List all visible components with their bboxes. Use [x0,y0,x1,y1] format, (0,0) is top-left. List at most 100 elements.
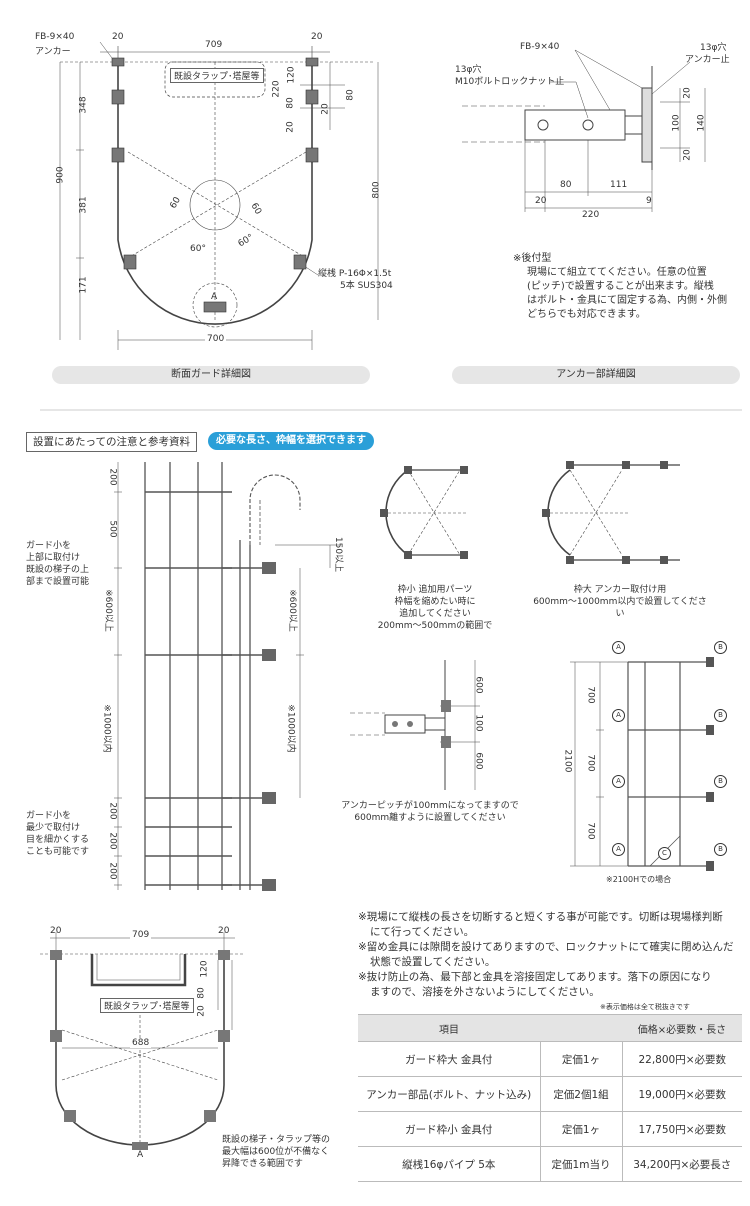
marker-a: A [612,843,625,856]
anchor-dim-20b: 20 [682,149,693,161]
note-line: 目を細かくする [26,835,90,845]
dim-700: 700 [205,334,227,344]
table-row: ガード枠小 金具付 定価1ヶ 17,750円×必要数 [358,1111,742,1147]
anchor-dim-80: 80 [560,180,572,190]
existing-ladder-label: 既設タラップ･塔屋等 [170,68,264,83]
col-header-item: 項目 [358,1014,540,1042]
retrofit-note-line: (ピッチ)で設置することが出来ます。縦桟 [527,281,714,292]
bolt-hole-label: 13φ穴 [455,65,482,75]
caution-line: にて行ってください。 [370,926,475,938]
table-row: 縦桟16φパイプ 5本 定価1m当り 34,200円×必要長さ [358,1146,742,1182]
marker-c: C [658,847,671,860]
guard-small-note-bottom: ガード小を 最少で取付け 目を細かくする ことも可能です [26,810,89,858]
ladder-dim: ※600以上 [102,589,113,632]
side-dim: ※1000以内 [285,704,296,753]
ladder-dim: 200 [107,802,118,820]
note-line: 既設の梯子・タラップ等の [222,1135,331,1145]
caption-line: 追加してください [399,609,471,619]
note-line: 最少で取付け [26,823,81,833]
cell-item: ガード枠大 金具付 [358,1041,540,1077]
anchor-dim-20a: 20 [682,87,693,99]
dim-80b: 80 [345,89,356,101]
note-line: 部まで設置可能 [26,577,90,587]
install-notes-header: 設置にあたっての注意と参考資料 [26,432,197,452]
marker-b: B [714,775,727,788]
side-seg-dim: 700 [585,686,596,704]
side-seg-dim: 700 [585,822,596,840]
caption-line: 200mm〜500mmの範囲で [377,621,493,631]
bottom-existing-label: 既設タラップ･塔屋等 [100,998,194,1013]
dim-20b: 20 [311,32,323,42]
ladder-dim: 200 [107,832,118,850]
anchor-stop-label: アンカー止 [685,55,730,65]
cell-item: 縦桟16φパイプ 5本 [358,1146,540,1182]
pitch-note: アンカーピッチが100mmになってますので 600mm離すように設置してください [340,800,520,824]
bottom-dim-20b: 20 [218,926,230,936]
caution-line: 状態で設置してください。 [370,956,496,968]
bottom-note: 既設の梯子・タラップ等の 最大幅は600位が不備なく 昇降できる範囲です [222,1134,330,1170]
bottom-point-a: A [137,1150,144,1160]
caption-line: 600mm〜1000mm以内で設置してください [533,597,707,619]
retrofit-note-line: どちらでも対応できます。 [527,309,646,320]
dim-171: 171 [78,276,89,294]
side-dim: ※600以上 [286,589,297,632]
angle-60c: 60° [190,244,206,254]
caution-line: ※留め金具には隙間を設けてありますので、ロックナットにて確実に閉め込んだ [358,941,734,953]
cell-unit: 定価2個1組 [539,1076,623,1112]
cell-unit: 定価1m当り [539,1146,623,1182]
side-seg-dim: 700 [585,754,596,772]
note-line: 上部に取付け [26,553,81,563]
dim-381: 381 [78,196,89,214]
note-line: 既設の梯子の上 [26,565,90,575]
rung-spec-1: 縦桟 P-16Φ×1.5t [318,269,392,279]
anchor-dim-111: 111 [610,180,628,190]
anchor-fb-label: FB-9×40 [520,42,560,52]
select-badge: 必要な長さ、枠幅を選択できます [208,432,374,450]
marker-b: B [714,641,727,654]
note-line: 最大幅は600位が不備なく [222,1147,330,1157]
note-line: ガード小を [26,541,72,551]
note-line: ガード小を [26,811,72,821]
cell-item: ガード枠小 金具付 [358,1111,540,1147]
dim-348: 348 [78,96,89,114]
dim-20d: 20 [320,103,331,115]
marker-a: A [612,641,625,654]
dim-800: 800 [371,181,382,199]
col-header-price: 価格×必要数・長さ [622,1014,742,1042]
anchor-dim-20c: 20 [535,196,547,206]
cell-unit: 定価1ヶ [539,1111,623,1147]
side-view-caption: ※2100Hでの場合 [606,875,672,884]
caption-line: 枠小 追加用パーツ [397,585,473,595]
dim-20a: 20 [112,32,124,42]
retrofit-note-line: 現場にて組立ててください。任意の位置 [527,267,707,278]
table-row: ガード枠大 金具付 定価1ヶ 22,800円×必要数 [358,1041,742,1077]
caption-line: アンカーピッチが100mmになってますので [341,801,519,811]
marker-a: A [612,775,625,788]
table-row: アンカー部品(ボルト、ナット込み) 定価2個1組 19,000円×必要数 [358,1076,742,1112]
side-dim: 150以上 [333,536,344,573]
bottom-dim-20a: 20 [50,926,62,936]
caution-line: ※抜け防止の為、最下部と金具を溶接固定してあります。落下の原因になり [358,971,712,983]
anchor-label: アンカー [35,47,71,57]
pitch-dim: 100 [473,714,484,732]
anchor-detail-caption: アンカー部詳細図 [452,366,740,384]
rung-spec-2: 5本 SUS304 [340,281,393,291]
cell-unit: 定価1ヶ [539,1041,623,1077]
cell-price: 34,200円×必要長さ [622,1146,742,1182]
anchor-dim-220: 220 [582,210,600,220]
marker-a: A [612,709,625,722]
note-line: ことも可能です [26,847,90,857]
fb-label: FB-9×40 [35,32,75,42]
pitch-dim: 600 [473,752,484,770]
dim-900: 900 [55,166,66,184]
cell-price: 17,750円×必要数 [622,1111,742,1147]
bolt-label: M10ボルトロックナット止 [455,77,565,87]
section-guard-caption: 断面ガード詳細図 [52,366,370,384]
caution-line: ※現場にて縦桟の長さを切断すると短くする事が可能です。切断は現場様判断 [358,911,723,923]
pitch-dim: 600 [473,676,484,694]
dim-220: 220 [271,80,282,98]
bottom-dim-20c: 20 [196,1005,207,1017]
dim-120: 120 [286,66,297,84]
guard-small-note-top: ガード小を 上部に取付け 既設の梯子の上 部まで設置可能 [26,540,89,588]
bottom-dim-709: 709 [130,930,152,940]
